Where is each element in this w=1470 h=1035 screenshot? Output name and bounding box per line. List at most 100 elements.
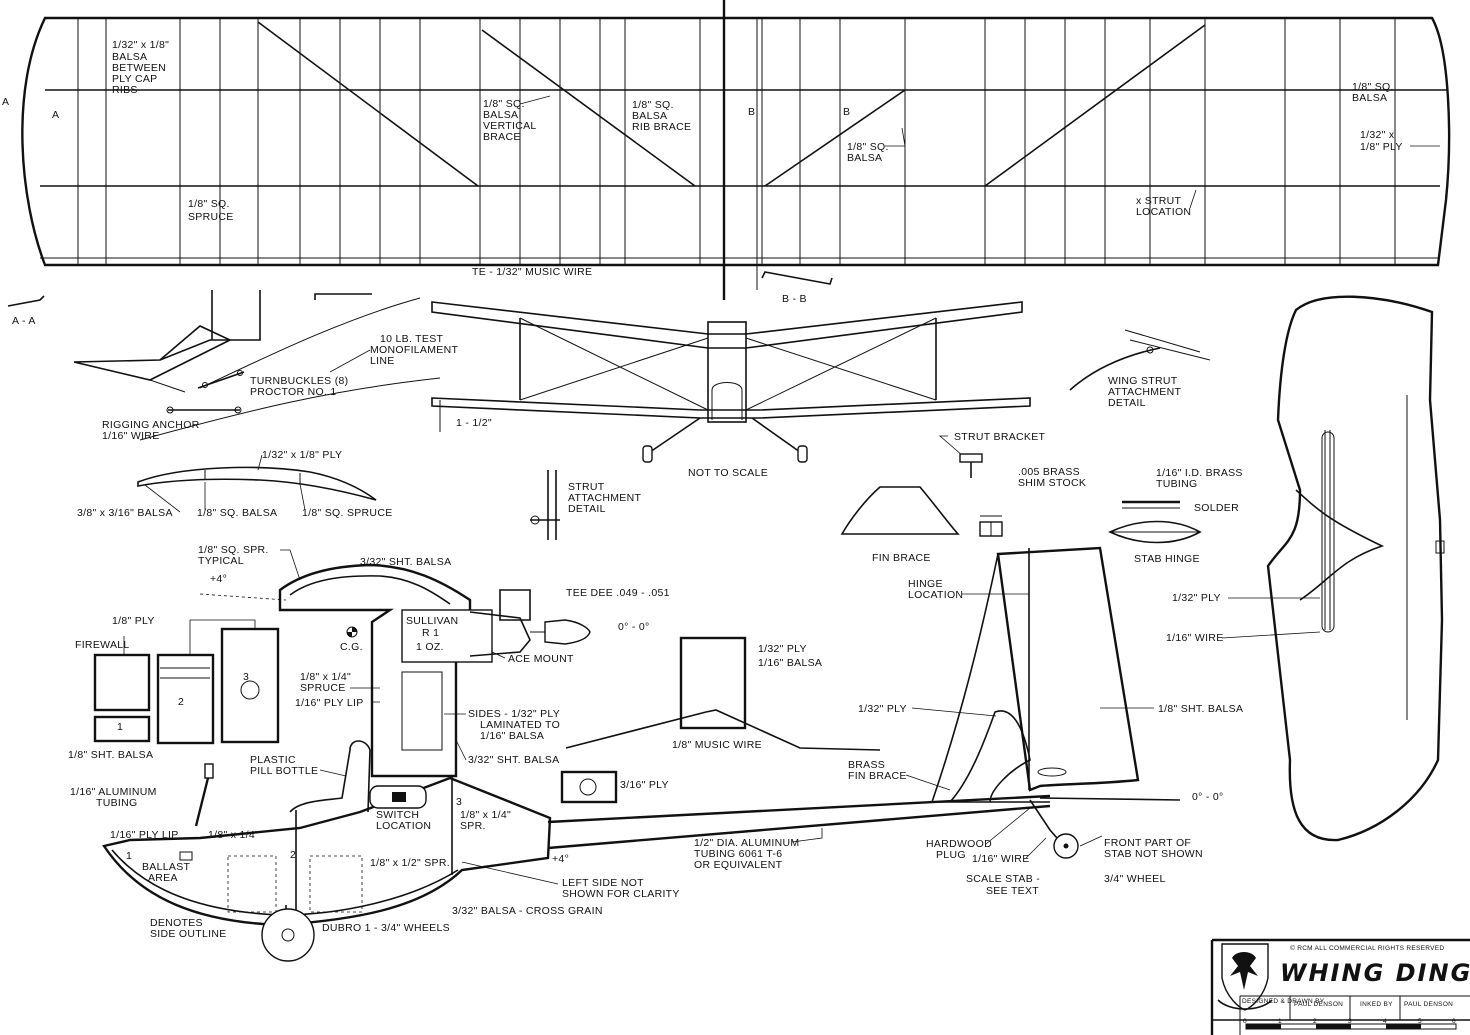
label-spr12: 1/8" x 1/2" SPR. xyxy=(370,857,450,869)
label-spr14-1: 1/8" x 1/4" xyxy=(460,809,511,821)
label-fin-brace: FIN BRACE xyxy=(872,552,931,564)
label-turnbuckles-1: TURNBUCKLES (8) xyxy=(250,375,348,387)
scale-1: 1 xyxy=(1278,1018,1282,1025)
label-brass-brace-2: FIN BRACE xyxy=(848,770,907,782)
label-balsa-cap-1: 1/32" x 1/8" xyxy=(112,39,169,51)
label-scale-stab-1: SCALE STAB - xyxy=(966,873,1040,885)
label-switch-2: LOCATION xyxy=(376,820,431,832)
mid-details: 1/32" PLY 1/16" BALSA 1/8" MUSIC WIRE 3/… xyxy=(560,636,881,871)
label-test-line-2: MONOFILAMENT xyxy=(370,344,458,356)
label-ply-tip-1: 1/32" x xyxy=(1360,129,1395,141)
designed-by: PAUL DENSON xyxy=(1294,1001,1343,1008)
label-former-n3: 3 xyxy=(243,671,249,683)
label-ply-tip-2: 1/8" PLY xyxy=(1360,141,1403,153)
inked-by: PAUL DENSON xyxy=(1404,1001,1453,1008)
label-balsa-cap-4: PLY CAP xyxy=(112,73,157,85)
label-al-tubing-1: 1/16" ALUMINUM xyxy=(70,786,157,798)
label-test-line-1: 10 LB. TEST xyxy=(380,333,444,345)
fuselage-labels: 1/8" SQ. SPR. TYPICAL 3/32" SHT. BALSA +… xyxy=(70,544,680,940)
label-ballast-1: BALLAST xyxy=(142,861,190,873)
label-test-line-3: LINE xyxy=(370,355,395,367)
label-brass-brace-1: BRASS xyxy=(848,759,885,771)
label-scale-stab-2: SEE TEXT xyxy=(986,885,1039,897)
label-anchor-1: RIGGING ANCHOR xyxy=(102,419,200,431)
label-ply-lip-low: 1/16" PLY LIP xyxy=(110,829,179,841)
label-spruce14-2: SPRUCE xyxy=(300,682,346,694)
label-rib-brace-2: BALSA xyxy=(632,110,667,122)
rights-notice: © RCM ALL COMMERCIAL RIGHTS RESERVED xyxy=(1290,944,1444,952)
label-former-ply: 1/8" PLY xyxy=(112,615,155,627)
label-anchor-2: 1/16" WIRE xyxy=(102,430,160,442)
label-balsa-cap-2: BALSA xyxy=(112,51,147,63)
label-brass-tubing-2: TUBING xyxy=(1156,478,1197,490)
label-tail-wheel: 3/4" WHEEL xyxy=(1104,873,1166,885)
label-boom-2: TUBING 6061 T-6 xyxy=(694,848,782,860)
small-details: STRUT BRACKET .005 BRASS SHIM STOCK 1/16… xyxy=(840,431,1243,565)
label-al-tubing-2: TUBING xyxy=(96,797,137,809)
label-tail-wire: 1/16" WIRE xyxy=(972,853,1030,865)
label-pill-bottle-2: PILL BOTTLE xyxy=(250,765,318,777)
label-stab-ply: 1/32" PLY xyxy=(1172,592,1221,604)
designed-label: DESIGNED & DRAWN BY xyxy=(1242,998,1325,1005)
label-spr-typical-2: TYPICAL xyxy=(198,555,244,567)
label-left-side-2: SHOWN FOR CLARITY xyxy=(562,888,680,900)
strut-attachment-detail: STRUT ATTACHMENT DETAIL xyxy=(530,470,641,540)
label-sides-1: SIDES - 1/32" PLY xyxy=(468,708,560,720)
label-front-stab-1: FRONT PART OF xyxy=(1104,837,1191,849)
label-strut-detail-1: STRUT xyxy=(568,481,605,493)
label-solder: SOLDER xyxy=(1194,502,1239,514)
label-sq-balsa-mid-2: BALSA xyxy=(847,152,882,164)
label-cg: C.G. xyxy=(340,641,363,653)
label-rib-balsa: 3/8" x 3/16" BALSA xyxy=(77,507,173,519)
section-bb: B - B xyxy=(761,271,833,305)
label-spruce-2: SPRUCE xyxy=(188,211,234,223)
label-rib-brace-3: RIB BRACE xyxy=(632,121,691,133)
label-brass-tubing-1: 1/16" I.D. BRASS xyxy=(1156,467,1243,479)
label-fin-ply: 1/32" PLY xyxy=(858,703,907,715)
label-balsa-cap-3: BETWEEN xyxy=(112,62,166,74)
tail-labels: 0° - 0° HARDWOOD PLUG 1/16" WIRE SCALE S… xyxy=(926,791,1223,897)
label-ballast-2: AREA xyxy=(148,872,178,884)
label-sq-balsa-tip-1: 1/8" SQ. xyxy=(1352,81,1394,93)
wing-labels: 1/32" x 1/8" BALSA BETWEEN PLY CAP RIBS … xyxy=(2,39,1440,278)
plan-title: WHING DING II xyxy=(1280,959,1470,987)
rigging-detail: 10 LB. TEST MONOFILAMENT LINE TURNBUCKLE… xyxy=(73,290,458,442)
wing-rib: 1/32" x 1/8" PLY 3/8" x 3/16" BALSA 1/8"… xyxy=(77,449,393,519)
label-sq-balsa-mid-1: 1/8" SQ. xyxy=(847,141,889,153)
section-mark-a: A xyxy=(52,109,59,121)
label-strut-location-2: LOCATION xyxy=(1136,206,1191,218)
label-zero-top: 0° - 0° xyxy=(618,621,650,633)
label-not-to-scale: NOT TO SCALE xyxy=(688,467,768,479)
label-n3-fuse: 3 xyxy=(456,796,462,808)
label-music-wire: 1/8" MUSIC WIRE xyxy=(672,739,762,751)
label-aa: A - A xyxy=(12,315,36,327)
section-mark-a-left: A xyxy=(2,96,9,108)
label-vertical-brace-4: BRACE xyxy=(483,131,521,143)
label-hardwood-1: HARDWOOD xyxy=(926,838,992,850)
label-vertical-brace-3: VERTICAL xyxy=(483,120,537,132)
label-rib-sq-spruce: 1/8" SQ. SPRUCE xyxy=(302,507,393,519)
scale-2: 2 xyxy=(1313,1018,1317,1025)
label-sht-balsa-mid: 3/32" SHT. BALSA xyxy=(468,754,559,766)
scale-3: 3 xyxy=(1348,1018,1352,1025)
label-former-n1: 1 xyxy=(117,721,123,733)
label-mid-balsa: 1/16" BALSA xyxy=(758,657,822,669)
label-sht-balsa-top: 3/32" SHT. BALSA xyxy=(360,556,451,568)
formers: FIREWALL 1/8" PLY 1/8" SHT. BALSA 1 2 3 xyxy=(68,615,280,761)
label-former-n2: 2 xyxy=(178,696,184,708)
label-sullivan-3: 1 OZ. xyxy=(416,641,444,653)
label-former-sht-balsa: 1/8" SHT. BALSA xyxy=(68,749,153,761)
label-balsa-cap-5: RIBS xyxy=(112,84,138,96)
label-front-dim: 1 - 1/2" xyxy=(456,417,492,429)
label-n1-fuse: 1 xyxy=(126,850,132,862)
label-wing-strut-3: DETAIL xyxy=(1108,397,1146,409)
label-spruce-1: 1/8" SQ. xyxy=(188,198,230,210)
label-tee-dee: TEE DEE .049 - .051 xyxy=(566,587,670,599)
label-pill-bottle-1: PLASTIC xyxy=(250,754,296,766)
stab-planform: 1/32" PLY 1/16" WIRE xyxy=(1166,295,1445,842)
label-hinge-2: LOCATION xyxy=(908,589,963,601)
title-block: © RCM ALL COMMERCIAL RIGHTS RESERVED WHI… xyxy=(1210,938,1470,1035)
label-spruce14-1: 1/8" x 1/4" xyxy=(300,671,351,683)
label-stab-wire: 1/16" WIRE xyxy=(1166,632,1224,644)
